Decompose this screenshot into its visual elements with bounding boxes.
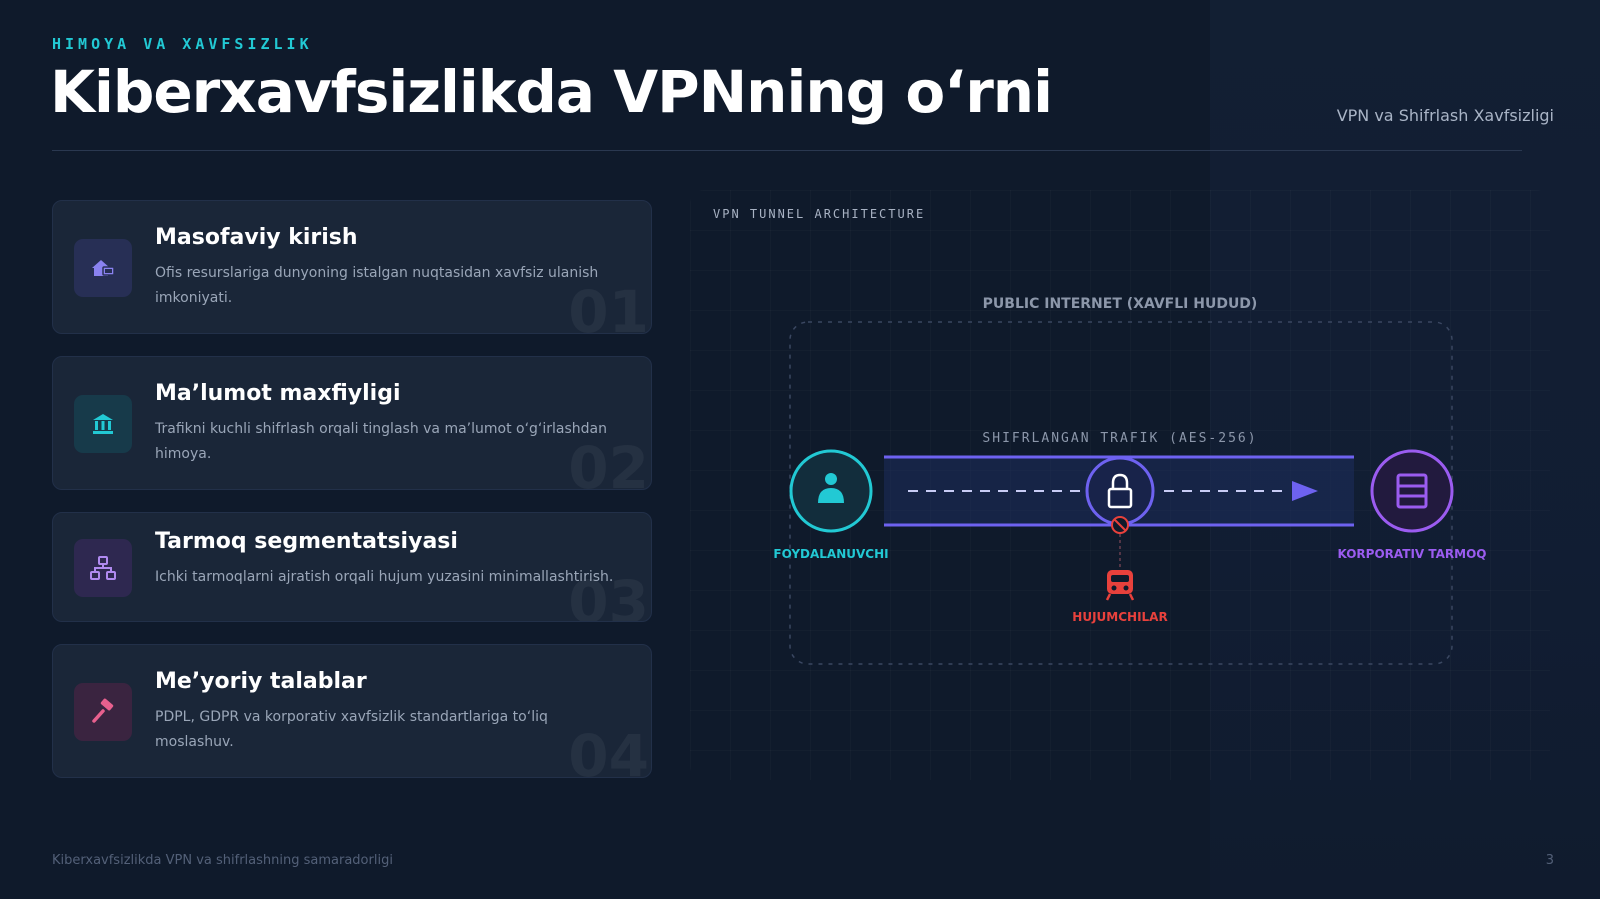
lock-node bbox=[1085, 456, 1155, 526]
server-label: KORPORATIV TARMOQ bbox=[1337, 547, 1486, 561]
card-title: Masofaviy kirish bbox=[155, 225, 358, 250]
eyebrow: HIMOYA VA XAVFSIZLIK bbox=[52, 35, 313, 53]
card-title: Ma’lumot maxfiyligi bbox=[155, 381, 401, 406]
tunnel-label: SHIFRLANGAN TRAFIK (AES-256) bbox=[982, 431, 1257, 446]
zone-label: PUBLIC INTERNET (XAVFLI HUDUD) bbox=[983, 296, 1258, 312]
remote-home-icon bbox=[74, 239, 132, 297]
gavel-icon bbox=[74, 683, 132, 741]
card-number: 02 bbox=[568, 434, 649, 490]
card-description: Ofis resurslariga dunyoning istalgan nuq… bbox=[155, 265, 599, 306]
feature-card-network-segmentation: Tarmoq segmentatsiyasi Ichki tarmoqlarni… bbox=[52, 512, 652, 622]
card-title: Tarmoq segmentatsiyasi bbox=[155, 529, 458, 554]
card-description: PDPL, GDPR va korporativ xavfsizlik stan… bbox=[155, 709, 548, 750]
card-title: Me’yoriy talablar bbox=[155, 669, 367, 694]
user-node bbox=[789, 449, 873, 533]
background-right-panel bbox=[1210, 0, 1600, 899]
vpn-diagram: PUBLIC INTERNET (XAVFLI HUDUD) SHIFRLANG… bbox=[773, 296, 1487, 665]
feature-card-remote-access: Masofaviy kirish Ofis resurslariga dunyo… bbox=[52, 200, 652, 334]
feature-card-compliance: Me’yoriy talablar PDPL, GDPR va korporat… bbox=[52, 644, 652, 778]
card-description: Ichki tarmoqlarni ajratish orqali hujum … bbox=[155, 569, 614, 585]
lock-icon bbox=[1107, 487, 1133, 509]
server-node bbox=[1370, 449, 1454, 533]
card-number: 01 bbox=[568, 278, 649, 334]
user-icon bbox=[825, 473, 837, 485]
deck-subtitle: VPN va Shifrlash Xavfsizligi bbox=[1336, 106, 1554, 125]
page-number: 3 bbox=[1545, 853, 1554, 868]
page-title: Kiberxavfsizlikda VPNning o‘rni bbox=[50, 58, 1053, 126]
public-internet-zone bbox=[789, 321, 1453, 665]
user-label: FOYDALANUVCHI bbox=[773, 547, 888, 561]
feature-card-data-privacy: Ma’lumot maxfiyligi Trafikni kuchli shif… bbox=[52, 356, 652, 490]
card-number: 03 bbox=[568, 568, 649, 622]
card-description: Trafikni kuchli shifrlash orqali tinglas… bbox=[155, 421, 607, 462]
traffic-arrow-icon bbox=[1292, 481, 1318, 501]
attacker-icon bbox=[1105, 570, 1135, 601]
network-icon bbox=[74, 539, 132, 597]
attacker-label: HUJUMCHILAR bbox=[1072, 610, 1167, 624]
bank-icon bbox=[74, 395, 132, 453]
footer-text: Kiberxavfsizlikda VPN va shifrlashning s… bbox=[52, 853, 393, 868]
diagram-label: VPN TUNNEL ARCHITECTURE bbox=[713, 207, 926, 221]
header-divider bbox=[52, 150, 1522, 151]
server-icon bbox=[1396, 473, 1428, 509]
card-number: 04 bbox=[568, 722, 649, 778]
